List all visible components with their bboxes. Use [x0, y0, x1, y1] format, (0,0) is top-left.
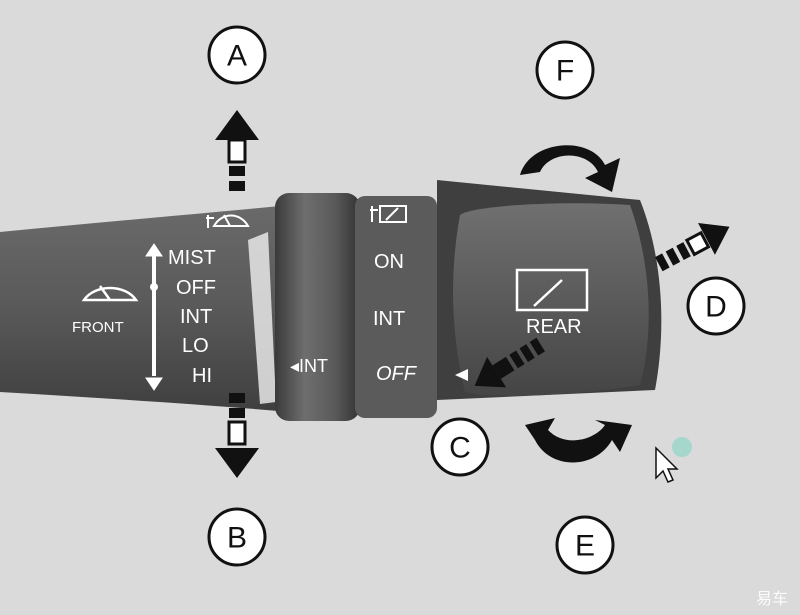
rear-knob-face[interactable] [453, 203, 649, 396]
callout-e: E [555, 515, 615, 575]
front-position-arrow [145, 243, 163, 391]
front-position-lo: LO [182, 335, 209, 357]
callout-b: B [207, 507, 267, 567]
arrow-d-pull [655, 223, 730, 272]
rear-position-off: OFF [376, 363, 418, 385]
callout-f-label: F [556, 55, 574, 88]
watermark-logo: 易车 [755, 589, 788, 608]
front-label: FRONT [72, 319, 124, 336]
rear-knob-label: REAR [526, 316, 582, 338]
washer-spray-icon [206, 214, 250, 228]
arrow-c-push [474, 337, 545, 388]
front-position-int: INT [180, 306, 212, 328]
front-wiper-icon [81, 285, 139, 302]
rear-position-int: INT [373, 308, 405, 330]
arrow-a-up [215, 110, 259, 191]
rear-wiper-icon [515, 268, 589, 312]
arrow-f-rotate [520, 145, 620, 192]
callout-e-label: E [575, 530, 595, 563]
arrow-e-rotate [525, 418, 632, 463]
callout-d: D [686, 276, 746, 336]
ring-int-label: ◂INT [290, 356, 328, 376]
callout-d-label: D [705, 291, 727, 324]
callout-c-label: C [449, 432, 471, 465]
callout-a-label: A [227, 40, 247, 73]
rear-rotary-section[interactable] [355, 196, 437, 418]
callout-b-label: B [227, 522, 247, 555]
front-rotary-ring[interactable] [275, 193, 360, 421]
callout-a: A [207, 25, 267, 85]
front-position-hi: HI [192, 365, 212, 387]
callout-f: F [535, 40, 595, 100]
rear-position-on: ON [374, 251, 404, 273]
mouse-cursor-icon [655, 437, 692, 483]
speed-wedge [248, 232, 276, 404]
front-position-mist: MIST [168, 247, 216, 269]
callout-c: C [430, 417, 490, 477]
rear-washer-icon [370, 205, 407, 223]
stalk-shaft [0, 205, 290, 412]
front-position-off: OFF [176, 277, 216, 299]
arrow-b-down [215, 393, 259, 478]
off-pointer-icon [455, 369, 468, 381]
